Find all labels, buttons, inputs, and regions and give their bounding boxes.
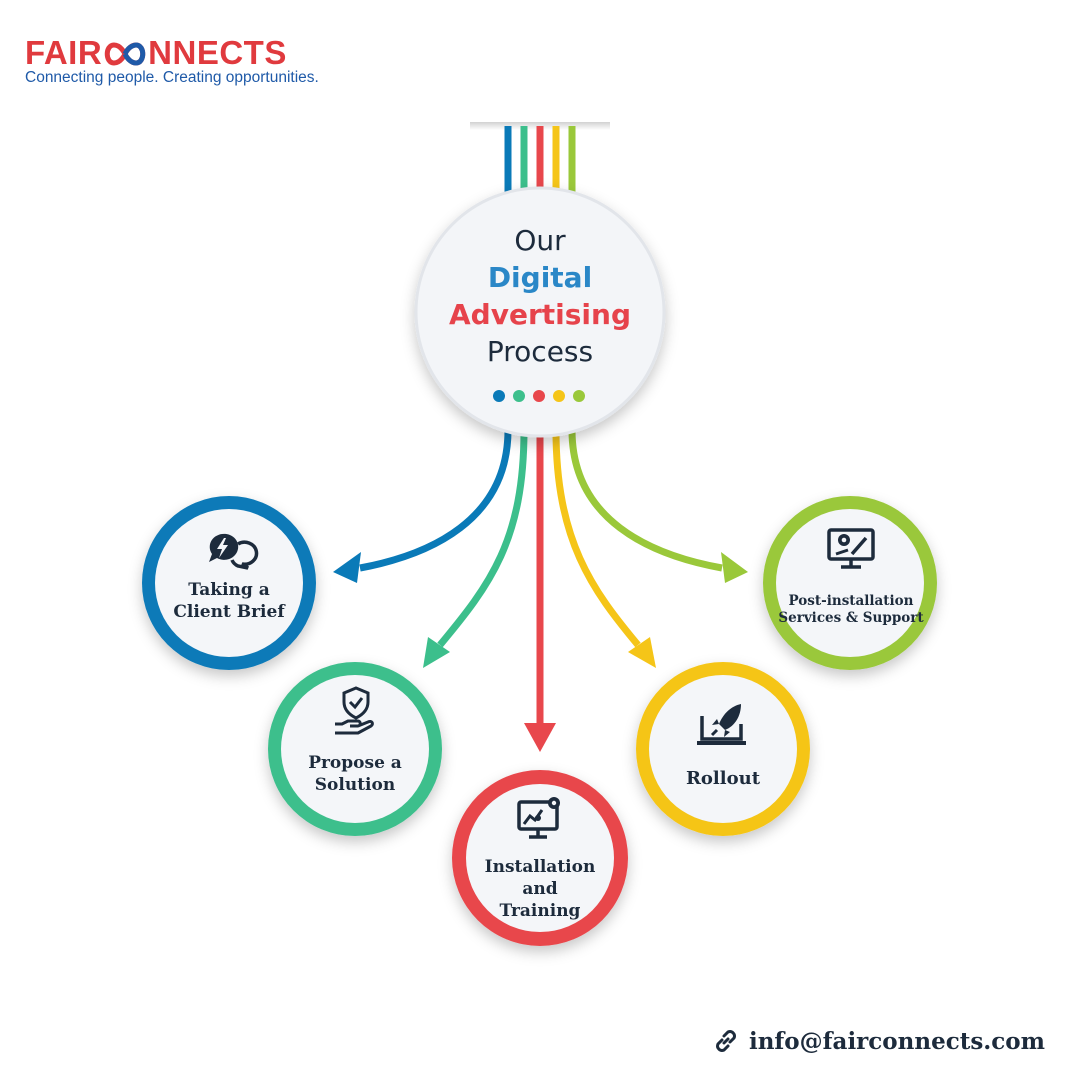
arrowhead-red (524, 723, 556, 752)
brand-name-right: NNECTS (148, 34, 287, 71)
connector-yellow (552, 429, 656, 668)
chat-bubbles-lightning-icon (209, 533, 259, 570)
brand-wordmark: FAIR NNECTS (25, 35, 319, 71)
step-label-propose-solution: Propose a Solution (285, 752, 425, 796)
arrowhead-teal (423, 637, 450, 668)
link-icon (716, 1030, 736, 1052)
step-circle-5 (763, 496, 937, 670)
step-1-line-1: Taking a (188, 580, 270, 600)
hand-shield-check-icon (335, 686, 374, 735)
step-3-line-3: Training (499, 901, 581, 921)
step-2-line-2: Solution (314, 775, 396, 795)
step-5-line-2: Services & Support (778, 610, 924, 626)
connector-teal (423, 429, 528, 668)
step-2-line-1: Propose a (308, 753, 402, 773)
brand-logo[interactable]: FAIR NNECTS Connecting people. Creating o… (25, 35, 319, 87)
step-label-rollout: Rollout (653, 768, 793, 790)
title-line-1: Our (514, 224, 566, 257)
brand-tagline: Connecting people. Creating opportunitie… (25, 69, 319, 86)
step-circle-4 (636, 662, 810, 836)
step-circle-3 (452, 770, 628, 946)
contact-email[interactable]: info@fairconnects.com (748, 1027, 1045, 1055)
connector-green (568, 429, 748, 583)
connector-red (524, 430, 556, 752)
infinity-icon (102, 41, 148, 67)
step-5-line-1: Post-installation (788, 593, 914, 609)
footer-contact: info@fairconnects.com (713, 1024, 1045, 1058)
title-line-4: Process (486, 335, 594, 368)
center-circle (414, 186, 666, 438)
step-label-post-installation: Post-installation Services & Support (777, 593, 925, 627)
title-line-3: Advertising (449, 298, 631, 331)
step-4-line-1: Rollout (685, 768, 761, 789)
brand-name-left: FAIR (25, 34, 103, 71)
monitor-gear-icon (517, 797, 560, 839)
connector-blue (333, 429, 512, 583)
arrowhead-yellow (628, 637, 656, 668)
color-dots (493, 390, 585, 402)
step-3-line-2: and (522, 879, 558, 899)
step-circle-1 (142, 496, 316, 670)
diagram-title: Our Digital Advertising Process (415, 222, 665, 370)
step-1-line-2: Client Brief (173, 602, 285, 622)
monitor-tools-icon (827, 528, 875, 569)
step-3-line-1: Installation (484, 857, 596, 877)
arrowhead-blue (333, 552, 361, 583)
step-circle-2 (268, 662, 442, 836)
title-line-2: Digital (487, 261, 593, 294)
step-label-client-brief: Taking a Client Brief (159, 579, 299, 623)
arrowhead-green (721, 552, 748, 583)
laptop-rocket-icon (697, 704, 746, 745)
step-label-installation-training: Installation and Training (465, 856, 615, 922)
